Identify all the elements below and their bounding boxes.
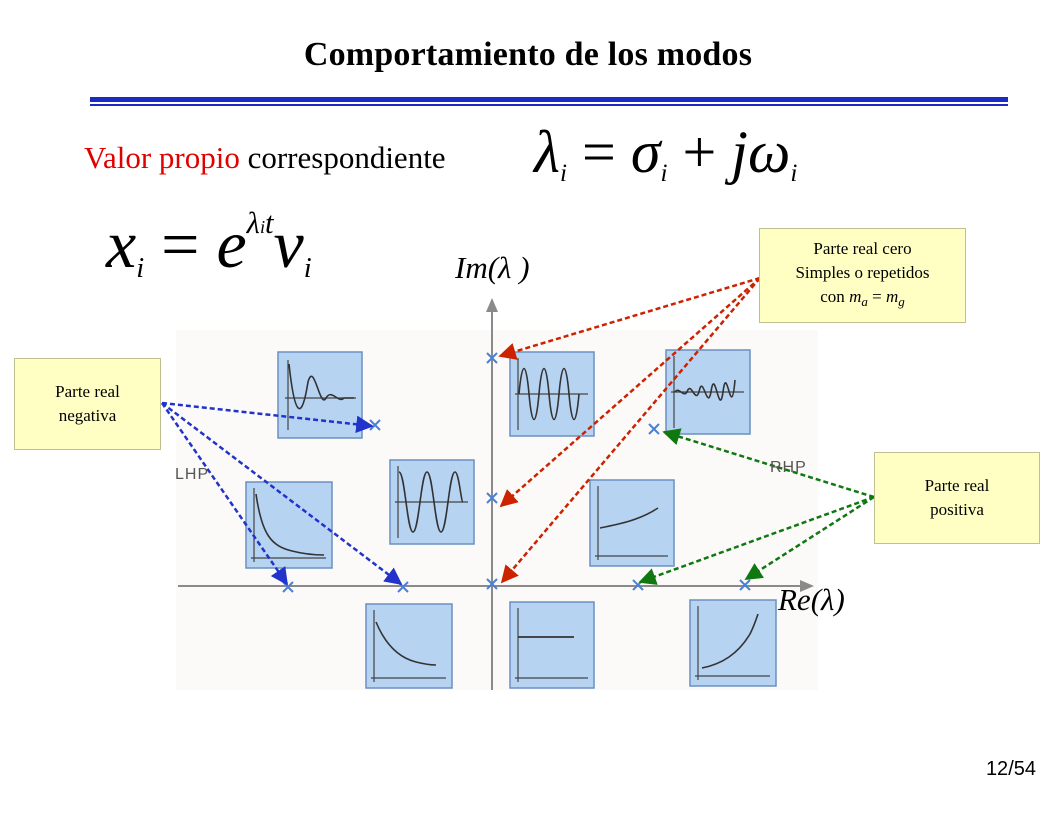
mode-formula: xi = eλitvi: [106, 206, 312, 284]
panel-real-axis-decay: [365, 603, 453, 689]
imaginary-axis-label: Im(λ ): [455, 250, 530, 285]
arrows-zero-real: [498, 276, 761, 584]
eigenvalue-formula: λi = σi + jωi: [534, 119, 798, 187]
rhp-label: RHP: [770, 459, 807, 476]
callout-negative-real: Parte real negativa: [14, 358, 161, 450]
page-number: 12/54: [985, 758, 1036, 780]
callout-positive-line2: positiva: [930, 500, 984, 519]
panel-rhp-slow-growth: [589, 479, 675, 567]
callout-negative-line1: Parte real: [55, 382, 120, 401]
title-rule-thin: [90, 104, 1008, 106]
correspondiente-term: correspondiente: [247, 140, 446, 175]
callout-positive-real: Parte real positiva: [874, 452, 1040, 544]
callout-zero-line1: Parte real cero: [813, 239, 912, 259]
panel-lhp-oscillation-decaying: [277, 351, 363, 439]
real-axis-label: Re(λ): [778, 582, 845, 617]
valor-propio-term: Valor propio: [84, 140, 240, 175]
title-rule: [90, 97, 1008, 102]
arrows-negative-real: [160, 401, 403, 586]
imaginary-axis-arrowhead: [486, 298, 498, 312]
panel-lhp-exponential-decay: [245, 481, 333, 569]
arrows-positive-real: [638, 428, 875, 585]
callout-zero-line2: Simples o repetidos: [795, 263, 930, 283]
callout-negative-line2: negativa: [58, 406, 117, 425]
eigenvalue-line: Valor propio correspondiente: [84, 140, 446, 176]
panel-imag-axis-oscillation-fast: [509, 351, 595, 437]
lhp-label: LHP: [175, 466, 210, 483]
slide-title: Comportamiento de los modos: [303, 36, 753, 73]
panel-imag-axis-oscillation: [389, 459, 475, 545]
panel-rhp-oscillation-growing: [665, 349, 751, 435]
callout-zero-real: Parte real cero Simples o repetidos con …: [759, 228, 966, 323]
real-axis-arrowhead: [800, 580, 814, 592]
callout-positive-line1: Parte real: [924, 476, 990, 495]
panel-origin-constant: [509, 601, 595, 689]
panel-rhp-exponential-growth: [689, 599, 777, 687]
callout-zero-line3: con ma = mg: [820, 287, 905, 309]
